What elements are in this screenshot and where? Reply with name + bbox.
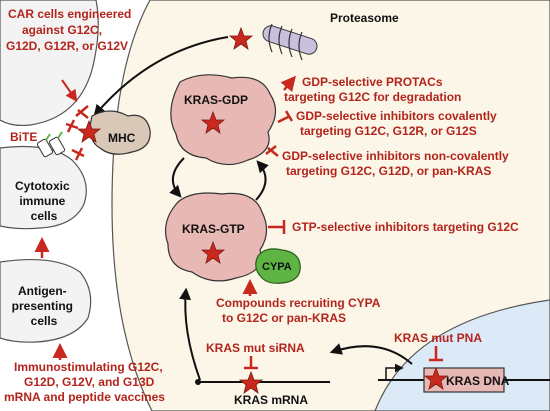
gtp-inhibitor-label: GTP-selective inhibitors targeting G12C (292, 220, 519, 234)
cytotoxic-label: Cytotoxic immune cells (15, 179, 73, 223)
promoter-arrow (385, 363, 404, 380)
cytotoxic-inhibit-mark (71, 147, 85, 161)
star-icon (238, 370, 264, 394)
transcription-arrow (329, 343, 413, 365)
pna-label: KRAS mut PNA (394, 331, 482, 345)
kras-gdp-label: KRAS-GDP (184, 93, 248, 107)
star-icon (228, 26, 254, 50)
translation-arrow (179, 287, 201, 381)
vaccines-label: Immunostimulating G12C, G12D, G12V, and … (4, 360, 166, 404)
bite-icon (36, 131, 66, 158)
star-icon (200, 240, 226, 264)
star-icon (423, 366, 449, 390)
proteasome-label: Proteasome (330, 11, 399, 25)
kras-gtp-protein (165, 192, 268, 282)
bite-label: BiTE (10, 130, 37, 144)
star-icon (76, 119, 102, 143)
degradation-to-mhc-arrow (93, 36, 229, 117)
mrna-end-dot (195, 379, 201, 385)
dna-label: KRAS DNA (446, 374, 510, 388)
mhc-complex (89, 110, 151, 155)
car-inhibit-mark (75, 105, 89, 119)
sirna-label: KRAS mut siRNA (206, 341, 305, 355)
kras-gtp-label: KRAS-GTP (182, 222, 245, 236)
pna-inhibit-mark (429, 346, 443, 362)
covalent-inhibit-mark (277, 110, 294, 124)
noncovalent-inhibit-mark (265, 145, 279, 157)
protacs-label: GDP-selective PROTACs targeting G12C for… (284, 75, 461, 104)
noncovalent-label: GDP-selective inhibitors non-covalently … (282, 149, 512, 178)
sirna-inhibit-mark (244, 356, 258, 370)
mhc-label: MHC (108, 131, 136, 145)
nucleus (374, 299, 550, 411)
bite-inhibit-mark (65, 119, 79, 133)
gtp-inhibit-mark (268, 220, 286, 234)
antigen-presenting-cell (0, 258, 92, 343)
recruit-label: Compounds recruiting CYPA to G12C or pan… (216, 296, 383, 325)
cypa-protein (255, 248, 301, 284)
cypa-label: CYPA (262, 261, 292, 273)
car-to-mhc-arrow (61, 79, 78, 102)
protac-arrow (280, 75, 296, 93)
antigen-label: Antigen- presenting cells (12, 284, 77, 328)
star-icon (200, 110, 226, 134)
gdp-to-gtp-arrow (169, 157, 185, 198)
car-label: CAR cells engineered against G12C, G12D,… (6, 7, 135, 53)
proteasome-icon (262, 23, 318, 61)
gtp-to-gdp-arrow (255, 160, 269, 201)
covalent-label: GDP-selective inhibitors covalently targ… (296, 109, 500, 138)
mrna-label: KRAS mRNA (234, 393, 308, 407)
